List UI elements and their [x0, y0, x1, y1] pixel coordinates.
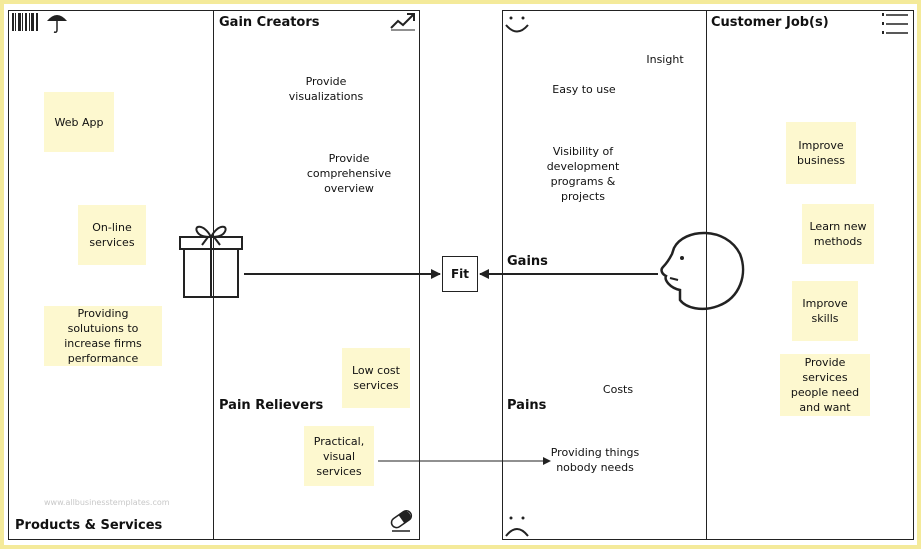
sticky-products-services: Providing solutuions to increase firms p…	[44, 306, 162, 366]
pill-icon	[390, 509, 413, 532]
gain-item: Easy to use	[552, 83, 616, 96]
umbrella-icon	[47, 15, 67, 33]
value-proposition-canvas: Gain Creators Pain Relievers Products & …	[4, 4, 917, 545]
frown-icon	[505, 516, 529, 537]
fit-box: Fit	[442, 256, 478, 292]
heading-pain-relievers: Pain Relievers	[219, 398, 324, 413]
heading-pains: Pains	[507, 398, 547, 413]
sticky-products-services: On-line services	[78, 205, 146, 265]
customer-head-icon	[660, 231, 745, 311]
pain-item: Costs	[602, 383, 634, 396]
sticky-customer-jobs: Improve skills	[792, 281, 858, 341]
trend-up-icon	[390, 13, 415, 31]
heading-gains: Gains	[507, 254, 548, 269]
barcode-icon	[12, 13, 38, 31]
watermark: www.allbusinesstemplates.com	[44, 498, 170, 507]
sticky-products-services: Web App	[44, 92, 114, 152]
smile-icon	[505, 16, 529, 33]
list-icon	[882, 13, 908, 34]
sticky-pain-relievers: Practical, visual services	[304, 426, 374, 486]
value-map-divider	[213, 10, 214, 540]
gain-creator-item: Provide visualizations	[288, 75, 364, 103]
sticky-customer-jobs: Provide services people need and want	[780, 354, 870, 416]
connectors	[244, 269, 658, 465]
sticky-pain-relievers: Low cost services	[342, 348, 410, 408]
gain-item: Insight	[646, 53, 684, 66]
gift-icon	[179, 225, 243, 298]
heading-products-services: Products & Services	[15, 518, 163, 533]
heading-gain-creators: Gain Creators	[219, 15, 320, 30]
sticky-customer-jobs: Learn new methods	[802, 204, 874, 264]
heading-customer-jobs: Customer Job(s)	[711, 15, 829, 30]
gain-creator-item: Provide comprehensive overview	[306, 152, 392, 195]
gain-item: Visibility of development programs & pro…	[546, 145, 620, 203]
sticky-customer-jobs: Improve business	[786, 122, 856, 184]
customer-profile-divider	[706, 10, 707, 540]
pain-item: Providing things nobody needs	[550, 446, 640, 474]
